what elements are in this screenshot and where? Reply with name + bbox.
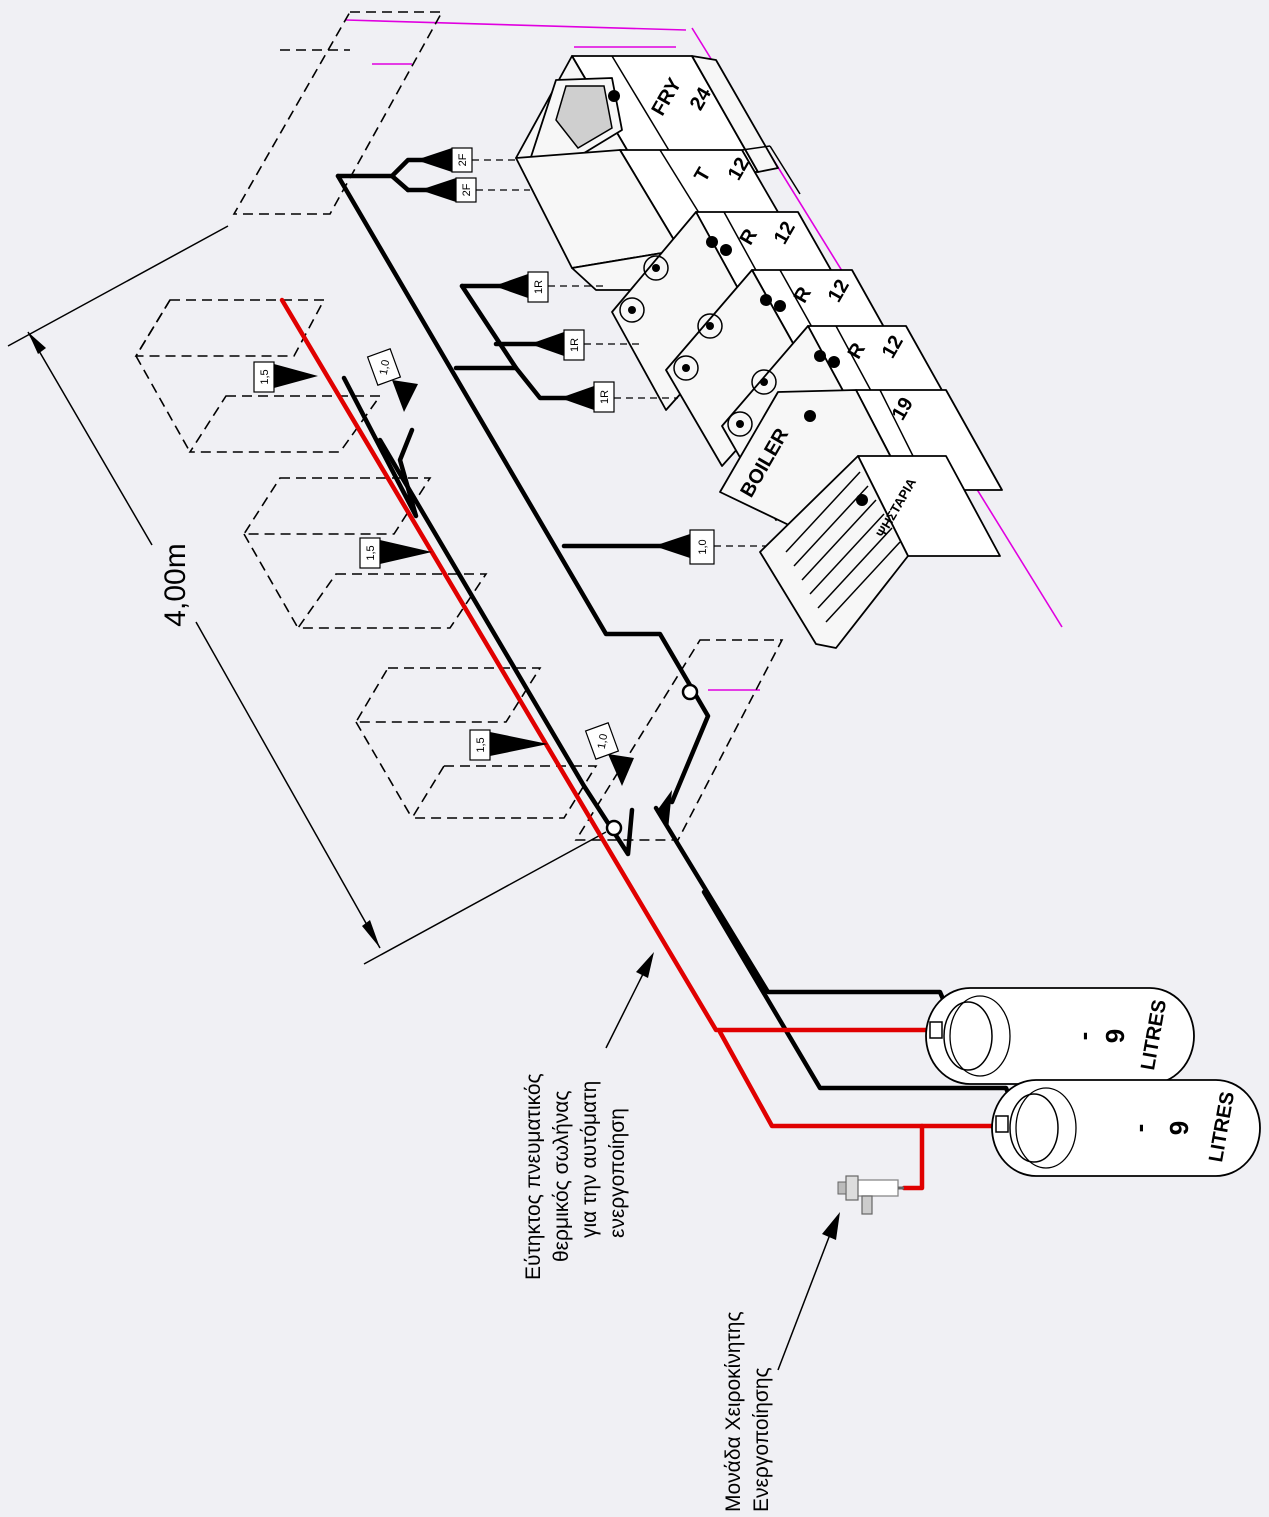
cylinder-1-volume: 9: [1100, 1029, 1130, 1043]
manual-note: Μονάδα Χειροκίνητης Ενεργοποίησης: [722, 1311, 773, 1512]
nozzle-hood-3: 1,5: [469, 729, 548, 761]
detector-note-line4: ενεργοποίηση: [606, 1108, 629, 1238]
svg-text:1,5: 1,5: [259, 369, 271, 384]
nozzle-hood-2: 1,5: [359, 537, 432, 569]
nozzle-fryer-b: 2F: [420, 177, 530, 203]
nozzles: 2F 2F 1R 1R 1R: [253, 147, 766, 786]
svg-text:1,5: 1,5: [365, 545, 377, 560]
nozzle-duct-1: 1,0: [366, 348, 418, 412]
nozzle-range-c: 1R: [560, 381, 678, 413]
detection-piping: [279, 297, 1005, 1191]
svg-text:1,5: 1,5: [475, 737, 487, 752]
cylinder-1-dash: -: [1068, 1032, 1098, 1041]
nozzle-range-a: 1R: [494, 271, 604, 303]
svg-text:1,0: 1,0: [596, 733, 610, 750]
dimension-label: 4,00m: [159, 543, 192, 626]
svg-text:1R: 1R: [599, 390, 611, 404]
detector-note-line3: για την αυτόματη: [578, 1081, 601, 1238]
manual-note-line2: Ενεργοποίησης: [750, 1367, 773, 1512]
svg-text:1,0: 1,0: [697, 539, 709, 554]
nozzle-fryer-a: 2F: [416, 147, 520, 173]
annotation-arrows: [605, 952, 840, 1371]
manual-release-icon: [837, 1175, 904, 1215]
svg-text:2F: 2F: [457, 153, 469, 166]
detector-note-line2: θερμικός σωλήνας: [550, 1090, 573, 1262]
svg-text:1R: 1R: [569, 338, 581, 352]
cylinder-2-dash: -: [1124, 1124, 1154, 1133]
fryer-unit: FRY 24: [515, 55, 779, 179]
pressure-switch: [605, 683, 699, 837]
nozzle-range-b: 1R: [530, 329, 640, 361]
dimension: 4,00m: [7, 225, 607, 965]
detector-note-line1: Εύτηκτος πνευματικός: [522, 1073, 545, 1280]
grill-grates: [785, 471, 901, 623]
detector-note: Εύτηκτος πνευματικός θερμικός σωλήνας γι…: [522, 1073, 629, 1280]
nozzle-hood-1: 1,5: [253, 361, 318, 393]
agent-cylinder-2: - 9 LITRES: [991, 1079, 1261, 1177]
svg-text:2F: 2F: [461, 183, 473, 196]
nozzle-duct-2: 1,0: [584, 722, 634, 786]
plenum-outlines: [134, 11, 784, 841]
manual-note-line1: Μονάδα Χειροκίνητης: [722, 1311, 745, 1512]
nozzle-boiler: 1,0: [654, 529, 766, 565]
grill-unit: ΨΗΣΤΑΡΙΑ: [759, 455, 1001, 649]
agent-cylinder-1: - 9 LITRES: [925, 987, 1195, 1085]
svg-text:1R: 1R: [533, 280, 545, 294]
cylinder-2-volume: 9: [1164, 1121, 1194, 1135]
svg-text:1,0: 1,0: [378, 359, 392, 376]
